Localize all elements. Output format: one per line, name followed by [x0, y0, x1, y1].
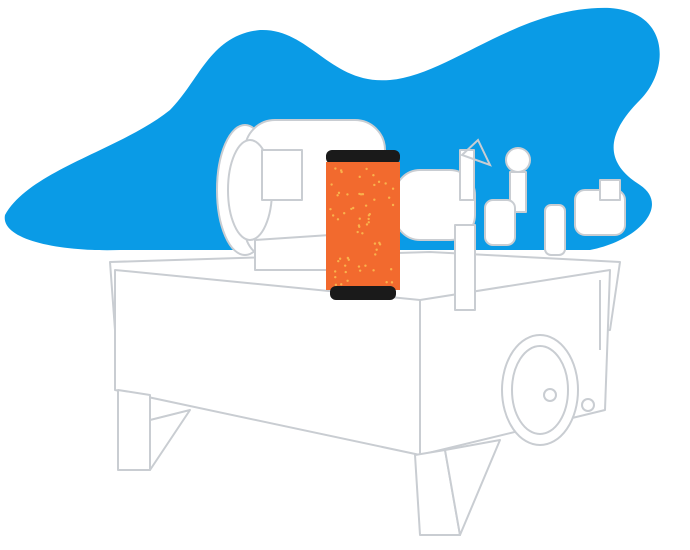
filter-dot	[365, 167, 368, 171]
filter-dot	[361, 193, 365, 196]
filter-dot	[357, 265, 361, 268]
filter-dot	[391, 203, 395, 207]
filter-dot	[378, 241, 381, 245]
filter-dot	[358, 217, 361, 220]
filter-dot	[375, 248, 378, 251]
filter-dot	[391, 187, 395, 190]
reservoir-tank	[109, 251, 621, 536]
filter-dot	[365, 223, 369, 226]
filter-dot	[338, 257, 342, 260]
filter-dot	[374, 253, 377, 256]
filter-dot	[336, 218, 340, 221]
filter-dot	[358, 175, 361, 179]
filter-dot	[346, 256, 350, 260]
filter-dot	[387, 196, 391, 199]
filter-element	[326, 150, 400, 300]
filter-dot	[336, 194, 339, 197]
filter-dot	[352, 206, 355, 210]
filter-dot	[364, 264, 367, 267]
filter-dot	[334, 283, 338, 287]
filter-dot	[343, 212, 346, 215]
filter-dot	[331, 214, 335, 217]
filter-dot	[361, 232, 364, 235]
filter-dot	[384, 182, 387, 185]
filter-dot	[389, 268, 393, 271]
filter-dot	[367, 217, 370, 221]
filter-dot	[367, 221, 370, 224]
filter-dot	[357, 224, 361, 227]
filter-dot	[372, 173, 375, 177]
filter-dot	[339, 169, 343, 172]
filter-dot	[344, 270, 347, 274]
filter-dot	[343, 264, 347, 267]
filter-dot	[372, 269, 375, 272]
filter-dot	[337, 259, 340, 263]
filter-dot	[334, 167, 337, 170]
filter-dot	[359, 193, 363, 196]
filter-dot	[373, 242, 377, 245]
filter-dot	[364, 204, 368, 207]
filter-dot	[346, 193, 349, 196]
filter-dot	[377, 180, 381, 184]
filter-dot	[390, 281, 394, 284]
pump-and-valves	[394, 138, 626, 311]
filter-dot	[385, 281, 388, 284]
filter-dot	[358, 269, 362, 272]
filter-dot	[334, 275, 337, 279]
filter-dot	[350, 207, 353, 211]
filter-dot	[368, 213, 371, 216]
filter-dot	[329, 207, 332, 211]
filter-dot	[356, 230, 359, 234]
filter-dot	[330, 183, 333, 186]
filter-dot	[346, 279, 349, 282]
filter-dot	[340, 283, 343, 286]
filter-dot	[337, 191, 341, 195]
filter-dot	[373, 183, 376, 187]
filter-dot	[333, 270, 337, 273]
filter-dot	[373, 198, 376, 201]
